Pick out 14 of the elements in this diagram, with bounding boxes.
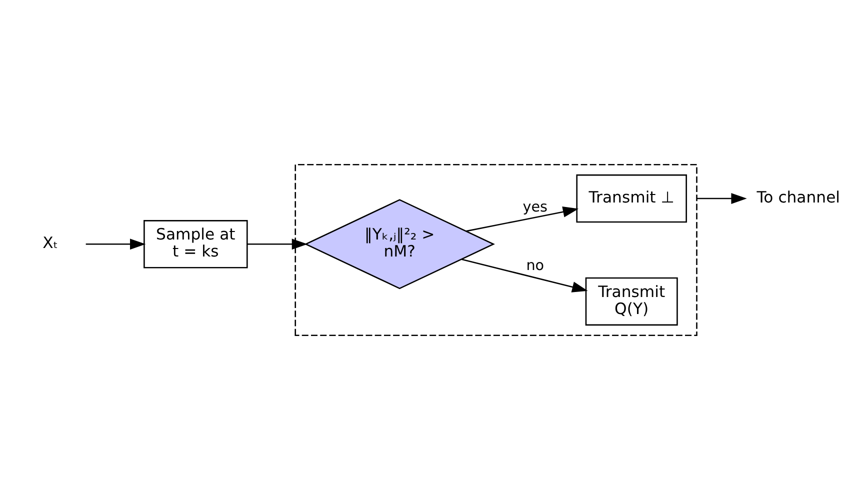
arrow: [696, 193, 747, 204]
edge-label: yes: [522, 199, 548, 216]
node-box: Transmit Q(Y): [585, 277, 678, 326]
cluster: [294, 164, 698, 336]
arrow: [247, 238, 308, 250]
node-box: Sample at t = ks: [144, 220, 248, 268]
arrow: [86, 238, 146, 250]
node-box: Transmit ⊥: [576, 174, 687, 223]
edge-label: no: [526, 258, 544, 274]
node-diamond: ‖Yₖ,ⱼ‖²₂ > nM?: [304, 199, 495, 290]
arrow: [466, 206, 579, 232]
node-text: Xₜ: [42, 233, 58, 252]
node-text: To channel: [756, 188, 840, 207]
arrow: [462, 258, 588, 292]
